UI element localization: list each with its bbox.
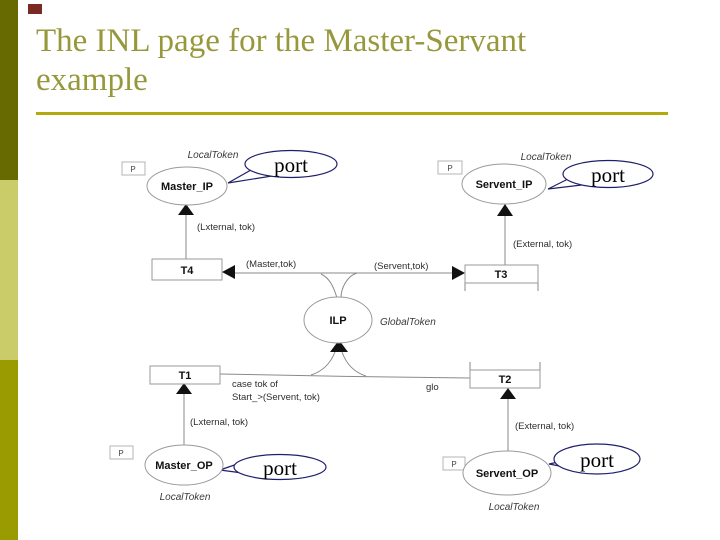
arrowhead-into-t1 [176, 383, 192, 394]
arc-label-ilp-t3: (Servent,tok) [374, 261, 428, 272]
arc-ilp-bottom-fork-right [341, 351, 367, 377]
arc-label-t2-ilp: glo [426, 382, 439, 393]
callout-port-master-ip: port [227, 149, 338, 184]
transition-label: T3 [495, 269, 508, 281]
slide-title-line1: The INL page for the Master-Servant [36, 23, 527, 59]
token-type-label: GlobalToken [380, 317, 436, 328]
token-type-label: LocalToken [489, 502, 540, 513]
token-type-label: LocalToken [188, 150, 239, 161]
transition-t2: T2 [469, 369, 541, 389]
arc-label-t3-servent-ip: (External, tok) [513, 239, 572, 250]
callout-bubble [244, 149, 338, 179]
arrowhead-into-t4 [222, 265, 235, 279]
transition-t4: T4 [151, 258, 223, 281]
callout-port-label: port [263, 456, 297, 480]
port-tag-box [437, 160, 463, 175]
port-tag-label: P [118, 449, 123, 458]
arc-label-master-op-t1: (Lxternal, tok) [190, 417, 248, 428]
arc-label-t1-ilp-line1: case tok of [232, 379, 278, 390]
transition-t3: T3 [464, 264, 539, 284]
place-label: ILP [329, 315, 346, 327]
arrowhead-into-master-ip [178, 204, 194, 215]
place-master-op: P Master_OP LocalToken [109, 444, 224, 503]
slide-title: The INL page for the Master-Servant exam… [36, 22, 656, 100]
slide-title-line2: example [36, 62, 148, 98]
arc-ilp-top-fork-right [340, 272, 358, 299]
place-ilp: ILP GlobalToken [303, 296, 436, 344]
arc-label-servent-op-t2: (External, tok) [515, 421, 574, 432]
left-bar-bottom-segment [0, 360, 18, 540]
token-type-label: LocalToken [160, 492, 211, 503]
transition-box [469, 369, 541, 389]
transition-label: T2 [499, 374, 512, 386]
arc-ilp-bottom-fork-left [310, 351, 336, 376]
place-ellipse [144, 444, 224, 486]
arc-ilp-horizontal-bottom [219, 373, 471, 379]
port-tag-box [121, 161, 146, 176]
callout-port-label: port [591, 163, 625, 187]
transition-box [464, 264, 539, 284]
callout-port-servent-ip: port [547, 159, 654, 190]
arc-label-t4-master-ip: (Lxternal, tok) [197, 222, 255, 233]
arrowhead-into-servent-ip [497, 204, 513, 216]
place-label: Master_IP [161, 181, 213, 193]
callout-port-label: port [580, 448, 614, 472]
place-ellipse [462, 450, 552, 496]
transition-label: T1 [179, 370, 192, 382]
place-label: Servent_IP [476, 179, 533, 191]
left-bar-top-segment [0, 0, 18, 180]
place-servent-ip: P Servent_IP LocalToken [437, 152, 572, 205]
place-ellipse [303, 296, 373, 344]
title-underline [36, 112, 668, 115]
accent-square [28, 4, 42, 14]
place-label: Servent_OP [476, 468, 538, 480]
arrowhead-into-t3 [452, 266, 465, 280]
callout-bubble [562, 159, 654, 189]
port-tag-box [442, 456, 466, 471]
callout-port-master-op: port [219, 453, 327, 481]
callout-bubble [233, 453, 327, 481]
callout-port-label: port [274, 153, 308, 177]
place-label: Master_OP [155, 460, 212, 472]
transition-label: T4 [181, 265, 195, 277]
port-tag-label: P [130, 165, 135, 174]
callout-bubble [553, 443, 641, 475]
port-tag-box [109, 445, 134, 460]
place-servent-op: P Servent_OP LocalToken [442, 450, 552, 513]
arrowhead-into-ilp [330, 340, 348, 352]
arc-label-ilp-t4: (Master,tok) [246, 259, 296, 270]
transition-box [151, 258, 223, 281]
left-bar-middle-segment [0, 180, 18, 360]
arrowhead-into-t2 [500, 388, 516, 399]
transition-t1: T1 [149, 365, 221, 385]
port-tag-label: P [451, 460, 456, 469]
port-tag-label: P [447, 164, 452, 173]
arc-ilp-top-fork-left [320, 273, 338, 299]
arc-label-t1-ilp-line2: Start_>(Servent, tok) [232, 392, 320, 403]
place-ellipse [461, 163, 547, 205]
place-ellipse [146, 166, 228, 206]
place-master-ip: P Master_IP LocalToken [121, 150, 239, 206]
callout-port-servent-op: port [548, 443, 641, 475]
token-type-label: LocalToken [521, 152, 572, 163]
transition-box [149, 365, 221, 385]
